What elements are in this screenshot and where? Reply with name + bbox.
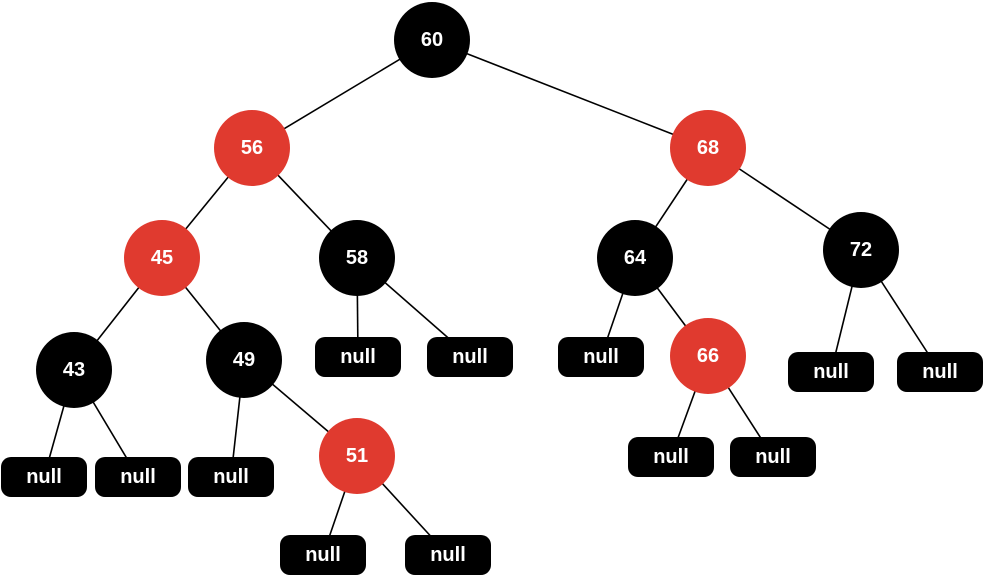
null-leaf-box <box>1 457 87 497</box>
null-leaf: null <box>188 457 274 497</box>
node-value: 43 <box>63 359 85 381</box>
black-node-circle <box>206 322 282 398</box>
tree-node-56: 56 <box>214 110 290 186</box>
null-leaf-label: null <box>755 446 791 468</box>
edge-n60-n68 <box>431 39 709 149</box>
null-leaf: null <box>95 457 181 497</box>
null-leaf-label: null <box>305 544 341 566</box>
black-node-circle <box>823 212 899 288</box>
tree-node-66: 66 <box>670 318 746 394</box>
null-leaf-box <box>788 352 874 392</box>
null-leaf-label: null <box>213 466 249 488</box>
node-value: 60 <box>421 29 443 51</box>
node-value: 64 <box>624 247 647 269</box>
tree-node-49: 49 <box>206 322 282 398</box>
red-node-circle <box>124 220 200 296</box>
node-value: 45 <box>151 247 173 269</box>
tree-nodes: 60 56 68 45 58 64 72 43 49 66 51 <box>36 2 899 494</box>
null-leaf: null <box>1 457 87 497</box>
null-leaf: null <box>315 337 401 377</box>
node-value: 51 <box>346 445 368 467</box>
null-leaf-label: null <box>120 466 156 488</box>
null-leaf: null <box>405 535 491 575</box>
null-leaf-box <box>897 352 983 392</box>
null-leaf-box <box>558 337 644 377</box>
red-node-circle <box>319 418 395 494</box>
tree-node-58: 58 <box>319 220 395 296</box>
black-node-circle <box>394 2 470 78</box>
null-leaf-box <box>315 337 401 377</box>
null-leaf-label: null <box>340 346 376 368</box>
black-node-circle <box>319 220 395 296</box>
null-leaf-box <box>188 457 274 497</box>
black-node-circle <box>597 220 673 296</box>
node-value: 56 <box>241 137 263 159</box>
node-value: 66 <box>697 345 719 367</box>
null-leaf-label: null <box>26 466 62 488</box>
tree-node-72: 72 <box>823 212 899 288</box>
null-leaf-box <box>628 437 714 477</box>
null-leaf: null <box>897 352 983 392</box>
null-leaf: null <box>280 535 366 575</box>
tree-node-51: 51 <box>319 418 395 494</box>
red-node-circle <box>670 318 746 394</box>
null-leaf-label: null <box>653 446 689 468</box>
null-leaf-label: null <box>813 361 849 383</box>
null-leaf-label: null <box>922 361 958 383</box>
tree-node-68: 68 <box>670 110 746 186</box>
null-leaf-box <box>95 457 181 497</box>
null-leaf-box <box>427 337 513 377</box>
null-leaf: null <box>558 337 644 377</box>
node-value: 49 <box>233 349 255 371</box>
tree-node-60: 60 <box>394 2 470 78</box>
red-node-circle <box>214 110 290 186</box>
null-leaf: null <box>427 337 513 377</box>
null-leaf-label: null <box>583 346 619 368</box>
null-leaves: null null null null null null null null null null… <box>1 337 983 575</box>
node-value: 58 <box>346 247 368 269</box>
null-leaf: null <box>788 352 874 392</box>
tree-node-64: 64 <box>597 220 673 296</box>
null-leaf-label: null <box>430 544 466 566</box>
null-leaf: null <box>730 437 816 477</box>
null-leaf: null <box>628 437 714 477</box>
tree-node-43: 43 <box>36 332 112 408</box>
null-leaf-box <box>730 437 816 477</box>
node-value: 72 <box>850 239 872 261</box>
null-leaf-box <box>280 535 366 575</box>
tree-node-45: 45 <box>124 220 200 296</box>
red-node-circle <box>670 110 746 186</box>
null-leaf-label: null <box>452 346 488 368</box>
null-leaf-box <box>405 535 491 575</box>
node-value: 68 <box>697 137 719 159</box>
black-node-circle <box>36 332 112 408</box>
